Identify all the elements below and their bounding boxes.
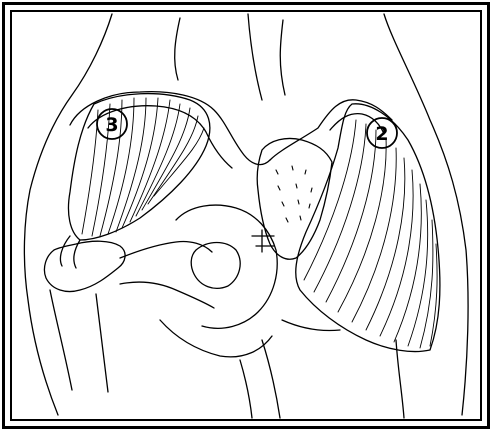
ischium-curve <box>160 320 272 357</box>
muscle-3-tendon <box>60 236 80 268</box>
femoral-neck-upper <box>120 241 212 258</box>
leg-line-mid <box>262 340 280 418</box>
greater-trochanter <box>44 241 125 291</box>
callout-3-label: 3 <box>105 114 118 136</box>
femoral-neck-lower <box>120 282 214 308</box>
callout-2-label: 2 <box>375 123 388 145</box>
pubic-line <box>252 230 274 252</box>
leg-line-right <box>396 340 404 418</box>
spine-line-right <box>280 20 285 95</box>
femur-shaft-left <box>50 290 72 390</box>
spine-line-left <box>248 14 262 100</box>
femur-shaft-right <box>96 294 108 392</box>
obturator-outline <box>191 243 240 289</box>
leg-line-mid-2 <box>240 360 252 418</box>
lower-back-line <box>175 18 180 80</box>
sacral-foramina <box>276 166 312 222</box>
lower-pelvis-line <box>282 320 340 331</box>
